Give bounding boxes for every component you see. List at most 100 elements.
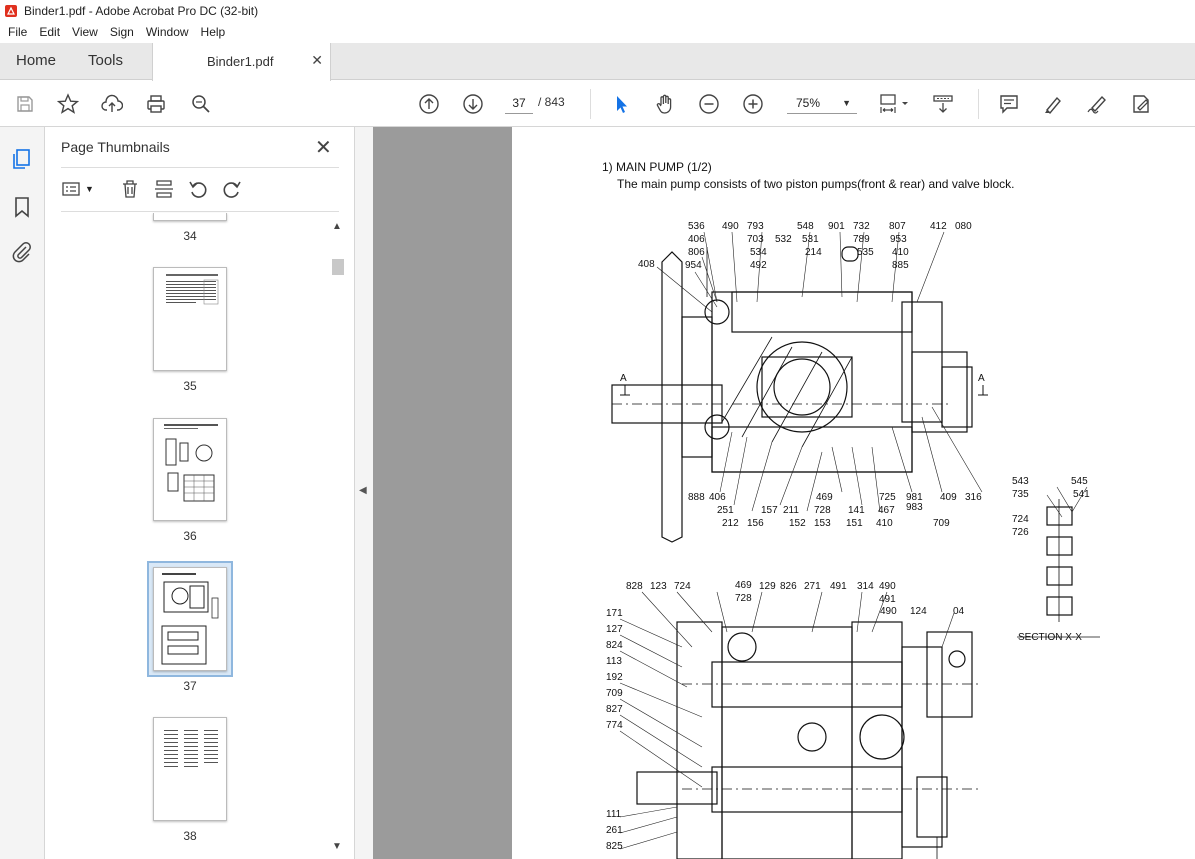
page-thumbnails-panel: Page Thumbnails ✕ ▼ 34 35: [45, 127, 355, 859]
zoom-level-select[interactable]: 75% ▼: [787, 92, 857, 114]
save-icon[interactable]: [12, 91, 38, 117]
tab-tools[interactable]: Tools: [88, 52, 124, 69]
thumbnail-label: 36: [183, 529, 197, 543]
tab-home[interactable]: Home: [16, 52, 57, 69]
menu-file[interactable]: File: [8, 25, 28, 39]
extract-pages-icon[interactable]: [153, 177, 175, 201]
panel-collapse-handle[interactable]: ◀: [355, 127, 373, 859]
rotate-left-icon[interactable]: [187, 177, 209, 201]
part-callout: 709: [606, 688, 623, 699]
star-icon[interactable]: [55, 91, 81, 117]
part-callout: 724: [674, 581, 691, 592]
next-page-icon[interactable]: [460, 91, 486, 117]
thumbnail-label: 38: [183, 829, 197, 843]
delete-pages-icon[interactable]: [119, 177, 141, 201]
page-heading: 1) MAIN PUMP (1/2): [602, 160, 712, 174]
previous-page-icon[interactable]: [416, 91, 442, 117]
part-callout: 491: [879, 594, 896, 605]
menu-window[interactable]: Window: [145, 25, 189, 39]
page-number-input[interactable]: 37: [505, 92, 533, 114]
page-thumbnail-38[interactable]: [153, 717, 227, 821]
page-total: / 843: [538, 95, 565, 109]
part-callout: 127: [606, 624, 623, 635]
zoom-level-value: 75%: [796, 96, 821, 110]
part-callout: 409: [940, 492, 957, 503]
section-label: SECTION X-X: [1018, 632, 1082, 643]
page-fit-icon[interactable]: [876, 91, 912, 117]
part-callout: 316: [965, 492, 982, 503]
part-callout: 153: [814, 518, 831, 529]
part-callout: 141: [848, 505, 865, 516]
part-callout: 531: [802, 234, 819, 245]
search-icon[interactable]: [188, 91, 214, 117]
part-callout: 825: [606, 841, 623, 852]
part-callout: 211: [783, 505, 799, 516]
part-callout: 410: [876, 518, 893, 529]
scroll-mode-icon[interactable]: [930, 91, 956, 117]
part-callout: 725: [879, 492, 896, 503]
part-callout: 728: [735, 593, 752, 604]
part-callout: 113: [606, 656, 622, 667]
scroll-up-icon[interactable]: ▲: [332, 221, 342, 232]
part-callout: 901: [828, 221, 845, 232]
sign-icon[interactable]: [1084, 91, 1110, 117]
fill-sign-icon[interactable]: [1128, 91, 1154, 117]
close-tab-icon[interactable]: ✕: [311, 52, 323, 68]
part-callout: 156: [747, 518, 764, 529]
part-callout: 888: [688, 492, 705, 503]
thumbnails-scrollbar[interactable]: ▲ ▼: [331, 219, 345, 859]
part-callout: 726: [1012, 527, 1029, 538]
zoom-in-icon[interactable]: [740, 91, 766, 117]
part-callout: 548: [797, 221, 814, 232]
menu-help[interactable]: Help: [200, 25, 226, 39]
menu-sign[interactable]: Sign: [109, 25, 134, 39]
part-callout: 04: [953, 606, 965, 617]
menu-edit[interactable]: Edit: [39, 25, 61, 39]
scroll-down-icon[interactable]: ▼: [332, 841, 342, 852]
close-panel-icon[interactable]: ✕: [315, 137, 332, 159]
part-callout: 703: [747, 234, 764, 245]
page-description: The main pump consists of two piston pum…: [617, 177, 1015, 191]
menu-view[interactable]: View: [72, 25, 98, 39]
part-callout: 954: [685, 260, 702, 271]
page-thumbnails-icon[interactable]: [10, 147, 34, 171]
rotate-right-icon[interactable]: [221, 177, 243, 201]
list-options-icon: [62, 182, 80, 196]
cloud-upload-icon[interactable]: [99, 91, 125, 117]
page-preview: [161, 573, 219, 665]
part-callout: 406: [709, 492, 726, 503]
part-callout: 806: [688, 247, 705, 258]
bookmark-icon[interactable]: [10, 195, 34, 219]
part-callout: 532: [775, 234, 792, 245]
attachment-icon[interactable]: [10, 240, 34, 264]
thumbnail-label: 37: [183, 679, 197, 693]
part-callout: 412: [930, 221, 947, 232]
part-callout: 111: [606, 809, 622, 820]
section-marker: A: [620, 373, 627, 384]
part-callout: 157: [761, 505, 778, 516]
document-viewport[interactable]: 1) MAIN PUMP (1/2) The main pump consist…: [373, 127, 1195, 859]
part-callout: 469: [816, 492, 833, 503]
zoom-out-icon[interactable]: [696, 91, 722, 117]
part-callout: 271: [804, 581, 821, 592]
part-callout: 261: [606, 825, 623, 836]
hand-tool-icon[interactable]: [652, 91, 678, 117]
thumbnail-options-button[interactable]: ▼: [61, 177, 94, 201]
part-callout: 824: [606, 640, 623, 651]
select-tool-icon[interactable]: [608, 91, 634, 117]
toolbar: 37 / 843 75% ▼: [0, 81, 1195, 127]
highlight-pen-icon[interactable]: [1040, 91, 1066, 117]
page-thumbnail-37[interactable]: [153, 567, 227, 671]
scrollbar-thumb[interactable]: [332, 259, 344, 275]
part-callout: 251: [717, 505, 734, 516]
pdf-page: 1) MAIN PUMP (1/2) The main pump consist…: [512, 127, 1195, 859]
print-icon[interactable]: [143, 91, 169, 117]
part-callout: 774: [606, 720, 623, 731]
page-thumbnail-36[interactable]: [153, 418, 227, 521]
page-thumbnail-34[interactable]: [153, 213, 227, 221]
comment-icon[interactable]: [996, 91, 1022, 117]
part-callout: 981: [906, 492, 923, 503]
tab-document[interactable]: Binder1.pdf ✕: [152, 43, 331, 81]
page-thumbnail-35[interactable]: [153, 267, 227, 371]
part-callout: 885: [892, 260, 909, 271]
